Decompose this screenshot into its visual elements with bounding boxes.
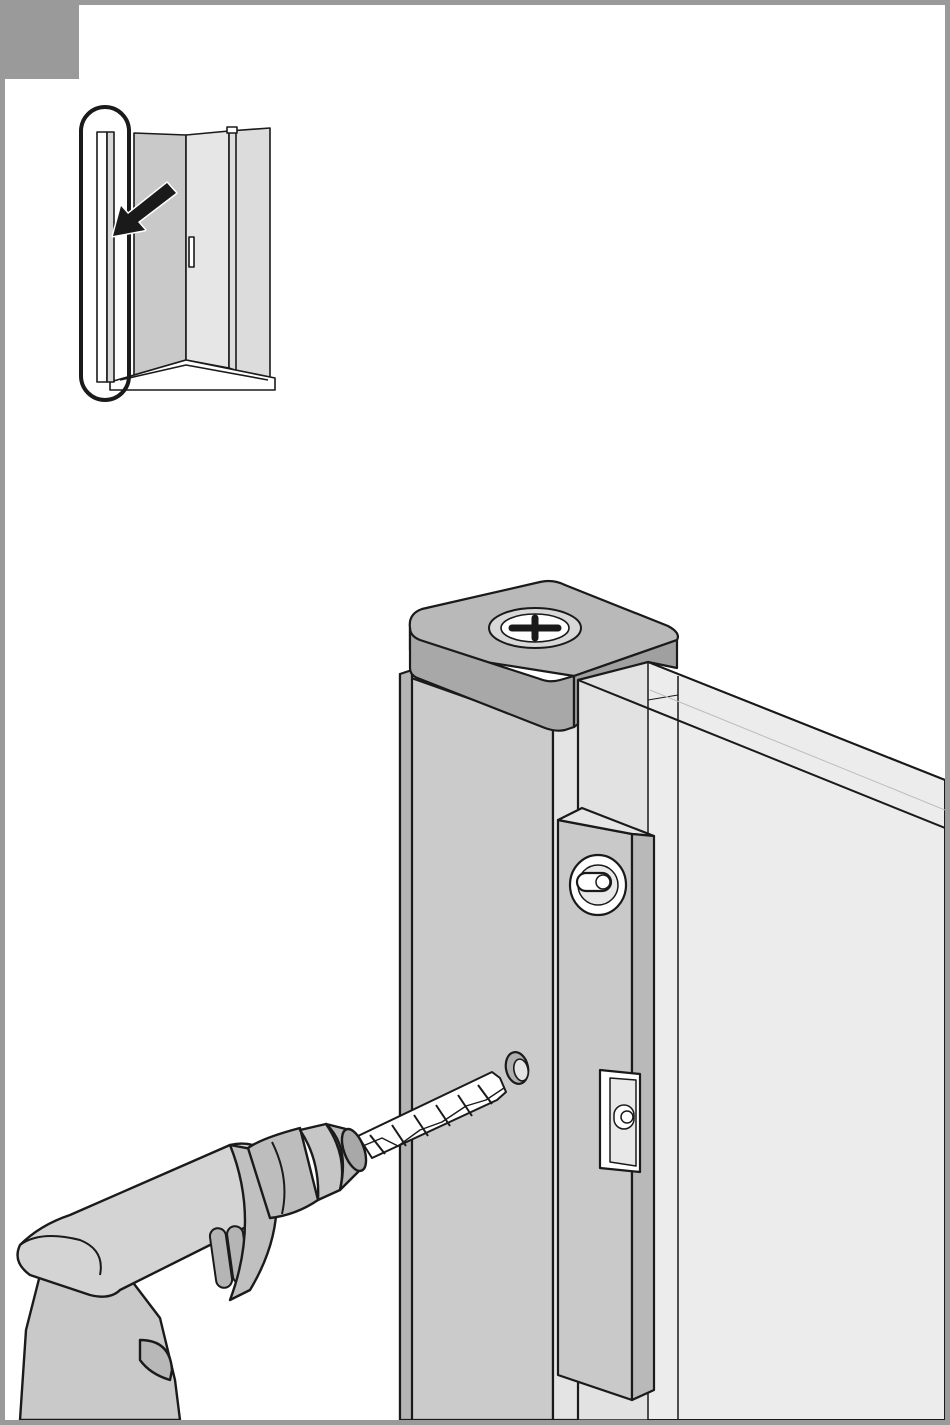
round-vial-icon (570, 855, 626, 915)
drill-icon (18, 1124, 371, 1420)
end-cap-screw-icon (489, 608, 581, 648)
assembly-illustration (5, 5, 945, 1420)
spirit-level (558, 808, 654, 1400)
shower-enclosure-overview-icon (81, 107, 275, 400)
horizontal-vial-icon (600, 1070, 640, 1172)
wall-profile (400, 670, 578, 1420)
